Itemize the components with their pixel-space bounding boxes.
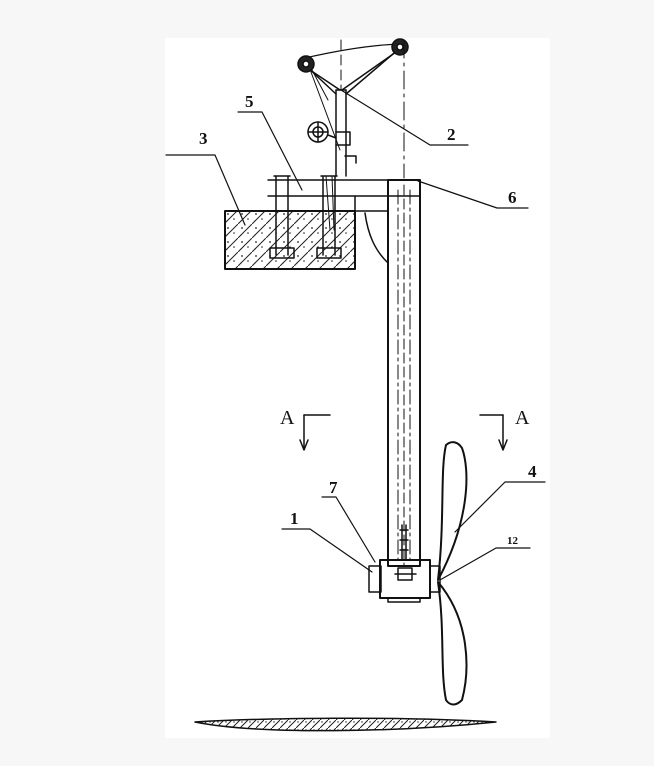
pulley-left: [297, 55, 315, 73]
section-label-right: A: [515, 407, 530, 429]
callout-7: 7: [329, 478, 338, 497]
pulley-right: [391, 38, 409, 56]
section-label-left: A: [280, 407, 295, 429]
callout-2: 2: [447, 125, 456, 144]
drawing-sheet: [165, 38, 550, 738]
section-mark-right: [479, 414, 508, 451]
anchor-bolts: [269, 175, 342, 259]
callout-6: 6: [508, 188, 517, 207]
leader-lines: [165, 89, 546, 581]
callout-1: 1: [290, 509, 299, 528]
callout-3: 3: [199, 129, 208, 148]
pulley-frame: [304, 43, 401, 151]
callout-4: 4: [528, 462, 537, 481]
winch: [307, 121, 337, 143]
tank-floor: [194, 717, 497, 732]
propeller: [437, 441, 468, 706]
callout-12: 12: [507, 535, 519, 547]
section-mark-left: [299, 414, 331, 451]
lifting-pole: [325, 89, 357, 231]
shaft: [387, 179, 421, 567]
callout-5: 5: [245, 92, 254, 111]
motor-hub: [368, 524, 441, 603]
